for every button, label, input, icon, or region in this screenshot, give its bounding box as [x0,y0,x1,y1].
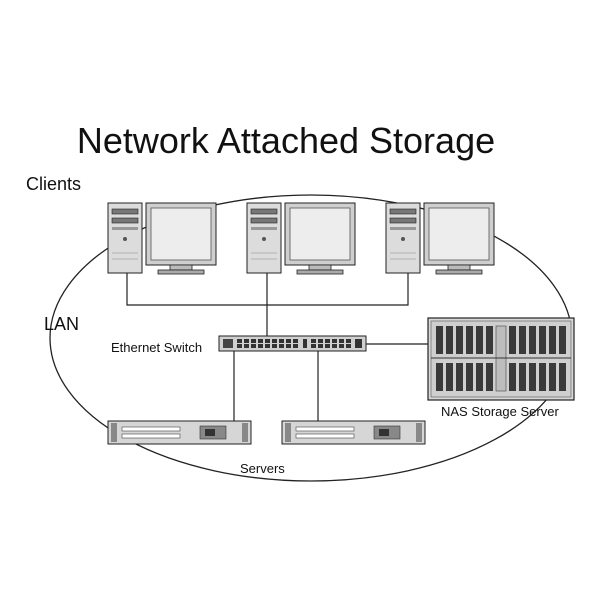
pc-tower-icon [246,202,282,274]
rack-server-2-icon [281,420,426,445]
client-workstation-1 [107,202,217,275]
monitor-icon [284,202,356,275]
nas-storage-server-label: NAS Storage Server [441,404,559,419]
diagram-title: Network Attached Storage [76,120,496,161]
monitor-icon [423,202,495,275]
rack-server-1-icon [107,420,252,445]
nas-storage-server-icon [427,317,575,401]
client-workstation-3 [385,202,495,275]
client-workstation-2 [246,202,356,275]
ethernet-switch-label: Ethernet Switch [111,340,203,355]
connection-lines [126,270,428,421]
pc-tower-icon [385,202,421,274]
ethernet-switch-icon [218,335,367,352]
lan-label: LAN [44,314,80,334]
clients-label: Clients [26,174,82,194]
pc-tower-icon [107,202,143,274]
servers-label: Servers [240,461,285,476]
monitor-icon [145,202,217,275]
